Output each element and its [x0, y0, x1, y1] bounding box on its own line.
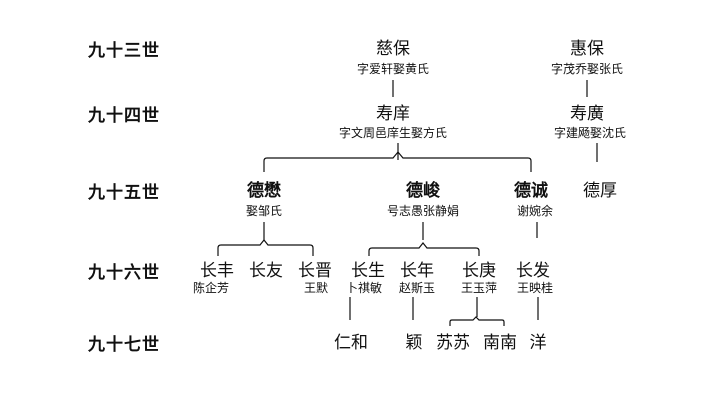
- person-shouxiang-name: 寿庠: [376, 104, 410, 124]
- person-changgeng-note: 王玉萍: [460, 281, 498, 295]
- person-decheng-name: 德诚: [514, 181, 548, 201]
- person-changfeng-name: 长丰: [200, 261, 234, 281]
- person-changfeng-note: 陈企芳: [192, 281, 230, 295]
- generation-label-93: 九十三世: [88, 41, 160, 61]
- generation-label-95: 九十五世: [88, 183, 160, 203]
- person-shouxiang-note: 字文周邑庠生娶方氏: [338, 126, 448, 140]
- person-susu-name: 苏苏: [436, 333, 470, 353]
- person-demao-name: 德懋: [247, 181, 281, 201]
- person-changjin-note: 王默: [303, 281, 329, 295]
- person-changfa-note: 王映桂: [516, 281, 554, 295]
- person-huibao-note: 字茂乔娶张氏: [550, 62, 624, 76]
- person-decheng-note: 谢婉余: [516, 204, 554, 218]
- bracket-demao-children: [217, 239, 314, 256]
- person-changjin-name: 长晋: [298, 261, 332, 281]
- bracket-dejun-children: [368, 242, 480, 256]
- person-changgeng-name: 长庚: [462, 261, 496, 281]
- person-shouguang-note: 字建飏娶沈氏: [553, 126, 627, 140]
- person-nannan-name: 南南: [483, 333, 517, 353]
- person-changfa-name: 长发: [516, 261, 550, 281]
- person-changnian-name: 长年: [400, 261, 434, 281]
- person-demao-note: 娶邹氏: [245, 204, 283, 218]
- bracket-g95: [263, 151, 532, 172]
- generation-label-96: 九十六世: [88, 263, 160, 283]
- person-changyou-name: 长友: [249, 261, 283, 281]
- generation-label-97: 九十七世: [88, 335, 160, 355]
- person-cibao-note: 字爱轩娶黄氏: [356, 62, 430, 76]
- person-changnian-note: 赵斯玉: [398, 281, 436, 295]
- bracket-changgeng-children: [449, 316, 505, 326]
- person-changsheng-name: 长生: [351, 261, 385, 281]
- generation-label-94: 九十四世: [88, 106, 160, 126]
- person-dehou-name: 德厚: [583, 181, 617, 201]
- person-dejun-note: 号志愚张静娟: [386, 204, 460, 218]
- person-ying-name: 颖: [405, 333, 423, 353]
- person-dejun-name: 德峻: [406, 181, 440, 201]
- person-changsheng-note: 卜祺敏: [345, 281, 383, 295]
- person-huibao-name: 惠保: [570, 39, 604, 59]
- person-cibao-name: 慈保: [376, 39, 410, 59]
- person-yang-name: 洋: [529, 333, 547, 353]
- person-renhe-name: 仁和: [334, 333, 368, 353]
- person-shouguang-name: 寿廣: [570, 104, 604, 124]
